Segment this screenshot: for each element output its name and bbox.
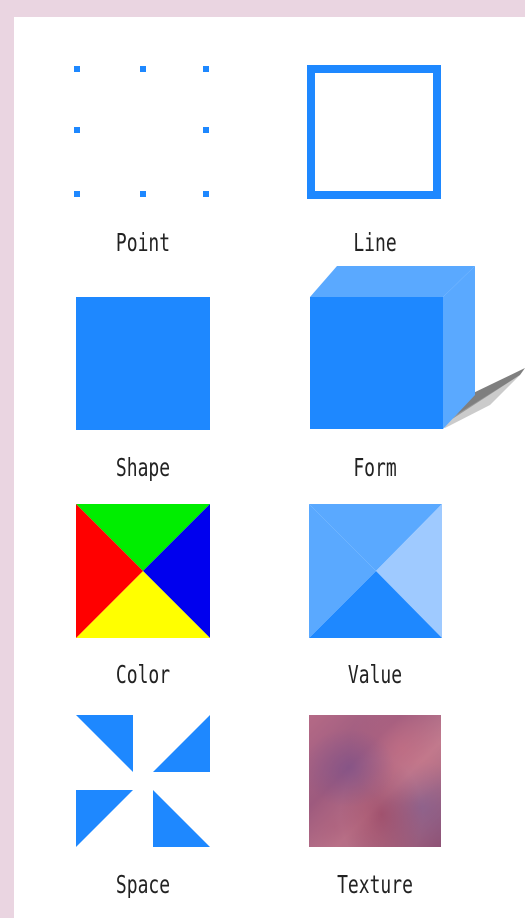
label-line: Line (296, 228, 454, 257)
label-value: Value (296, 660, 454, 689)
label-space: Space (64, 870, 222, 899)
texture-figure (309, 715, 441, 847)
label-color: Color (64, 660, 222, 689)
label-texture: Texture (296, 870, 454, 899)
label-form: Form (296, 453, 454, 482)
label-point: Point (64, 228, 222, 257)
label-shape: Shape (64, 453, 222, 482)
